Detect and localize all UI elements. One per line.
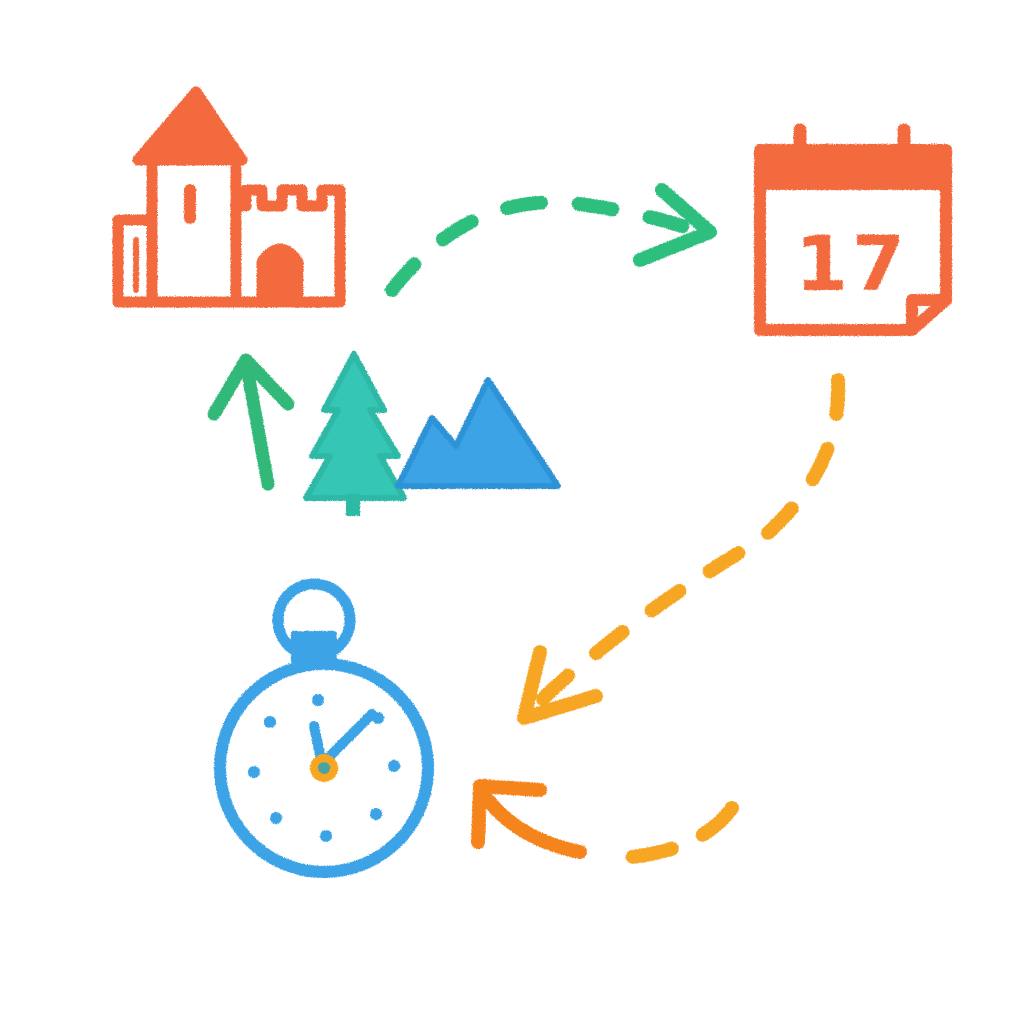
stopwatch-icon <box>214 578 434 878</box>
arrow-head-icon <box>633 183 717 267</box>
dashed-arrow-line <box>613 801 739 865</box>
arrow-head-icon <box>471 779 547 849</box>
mountains-icon <box>395 377 561 489</box>
castle-left-wall <box>112 214 158 308</box>
castle-icon <box>112 86 346 308</box>
edge-castle-to-calendar <box>385 183 717 297</box>
edge-calendar-to-stopwatch <box>517 373 846 725</box>
stopwatch-ticks <box>248 694 400 842</box>
calendar-day-number: 17 <box>795 219 909 308</box>
calendar-icon <box>754 123 952 336</box>
dashed-arrow-line <box>523 373 846 719</box>
castle-tower <box>146 162 242 308</box>
calendar-header <box>754 144 952 190</box>
castle-door <box>256 243 304 304</box>
calendar-page-curl <box>906 294 952 336</box>
arrow-head-icon <box>517 645 603 725</box>
dashed-arrow-line <box>385 195 707 297</box>
pine-tree-icon <box>303 351 407 516</box>
edge-return-to-stopwatch <box>471 779 739 865</box>
stopwatch-crown <box>291 631 337 667</box>
castle-roof <box>132 86 248 166</box>
arrow-tail-line <box>481 793 587 859</box>
up-arrow-icon <box>207 353 295 491</box>
castle-right-wall <box>230 184 346 308</box>
